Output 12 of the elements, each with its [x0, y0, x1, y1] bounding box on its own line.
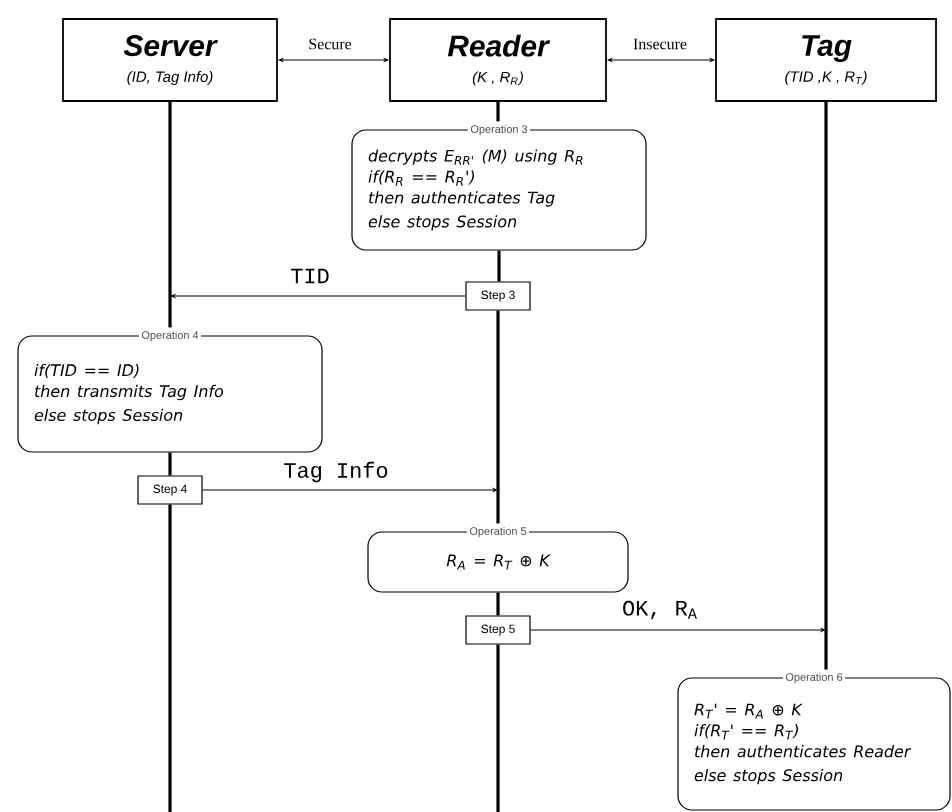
lifeline [496, 644, 500, 812]
lifeline [496, 101, 500, 122]
lifeline [168, 452, 172, 476]
lifeline [168, 504, 172, 812]
edge-label: TID [288, 266, 332, 286]
lifeline [497, 250, 501, 282]
lifeline [496, 310, 500, 524]
lifeline [496, 592, 500, 616]
lifeline [824, 101, 828, 670]
lifeline [168, 101, 172, 328]
edge-label: Tag Info [281, 459, 391, 485]
edge-label: OK, R$_{A}$ [620, 598, 700, 622]
